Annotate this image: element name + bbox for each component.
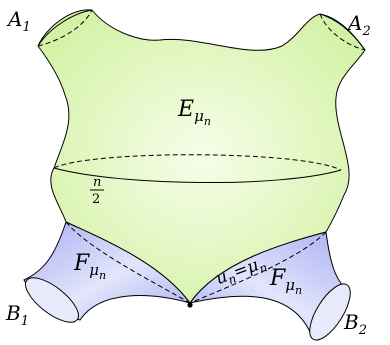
left-dashed-arc [65, 221, 191, 304]
label-a1: A1 [6, 7, 31, 35]
equator-back [53, 154, 342, 171]
fraction-numerator: n [93, 175, 101, 190]
label-f-left: Fμn [73, 251, 106, 282]
boundary-a2-back [319, 13, 366, 51]
fraction-denominator: 2 [92, 192, 100, 207]
boundary-a1-back [37, 9, 93, 47]
label-b1: B1 [5, 301, 29, 329]
boundary-a1-front [37, 9, 93, 47]
boundary-b2 [309, 283, 351, 341]
label-e-mu-n: Eμn [177, 97, 211, 128]
label-b2: B2 [343, 310, 367, 338]
label-a2: A2 [346, 11, 371, 39]
boundary-a2-front [319, 13, 366, 51]
boundary-b1 [25, 277, 79, 323]
label-f-right: Fμn [269, 266, 302, 297]
upper-surface-e [37, 9, 366, 304]
junction-point [187, 302, 193, 308]
equator-front [53, 167, 342, 183]
